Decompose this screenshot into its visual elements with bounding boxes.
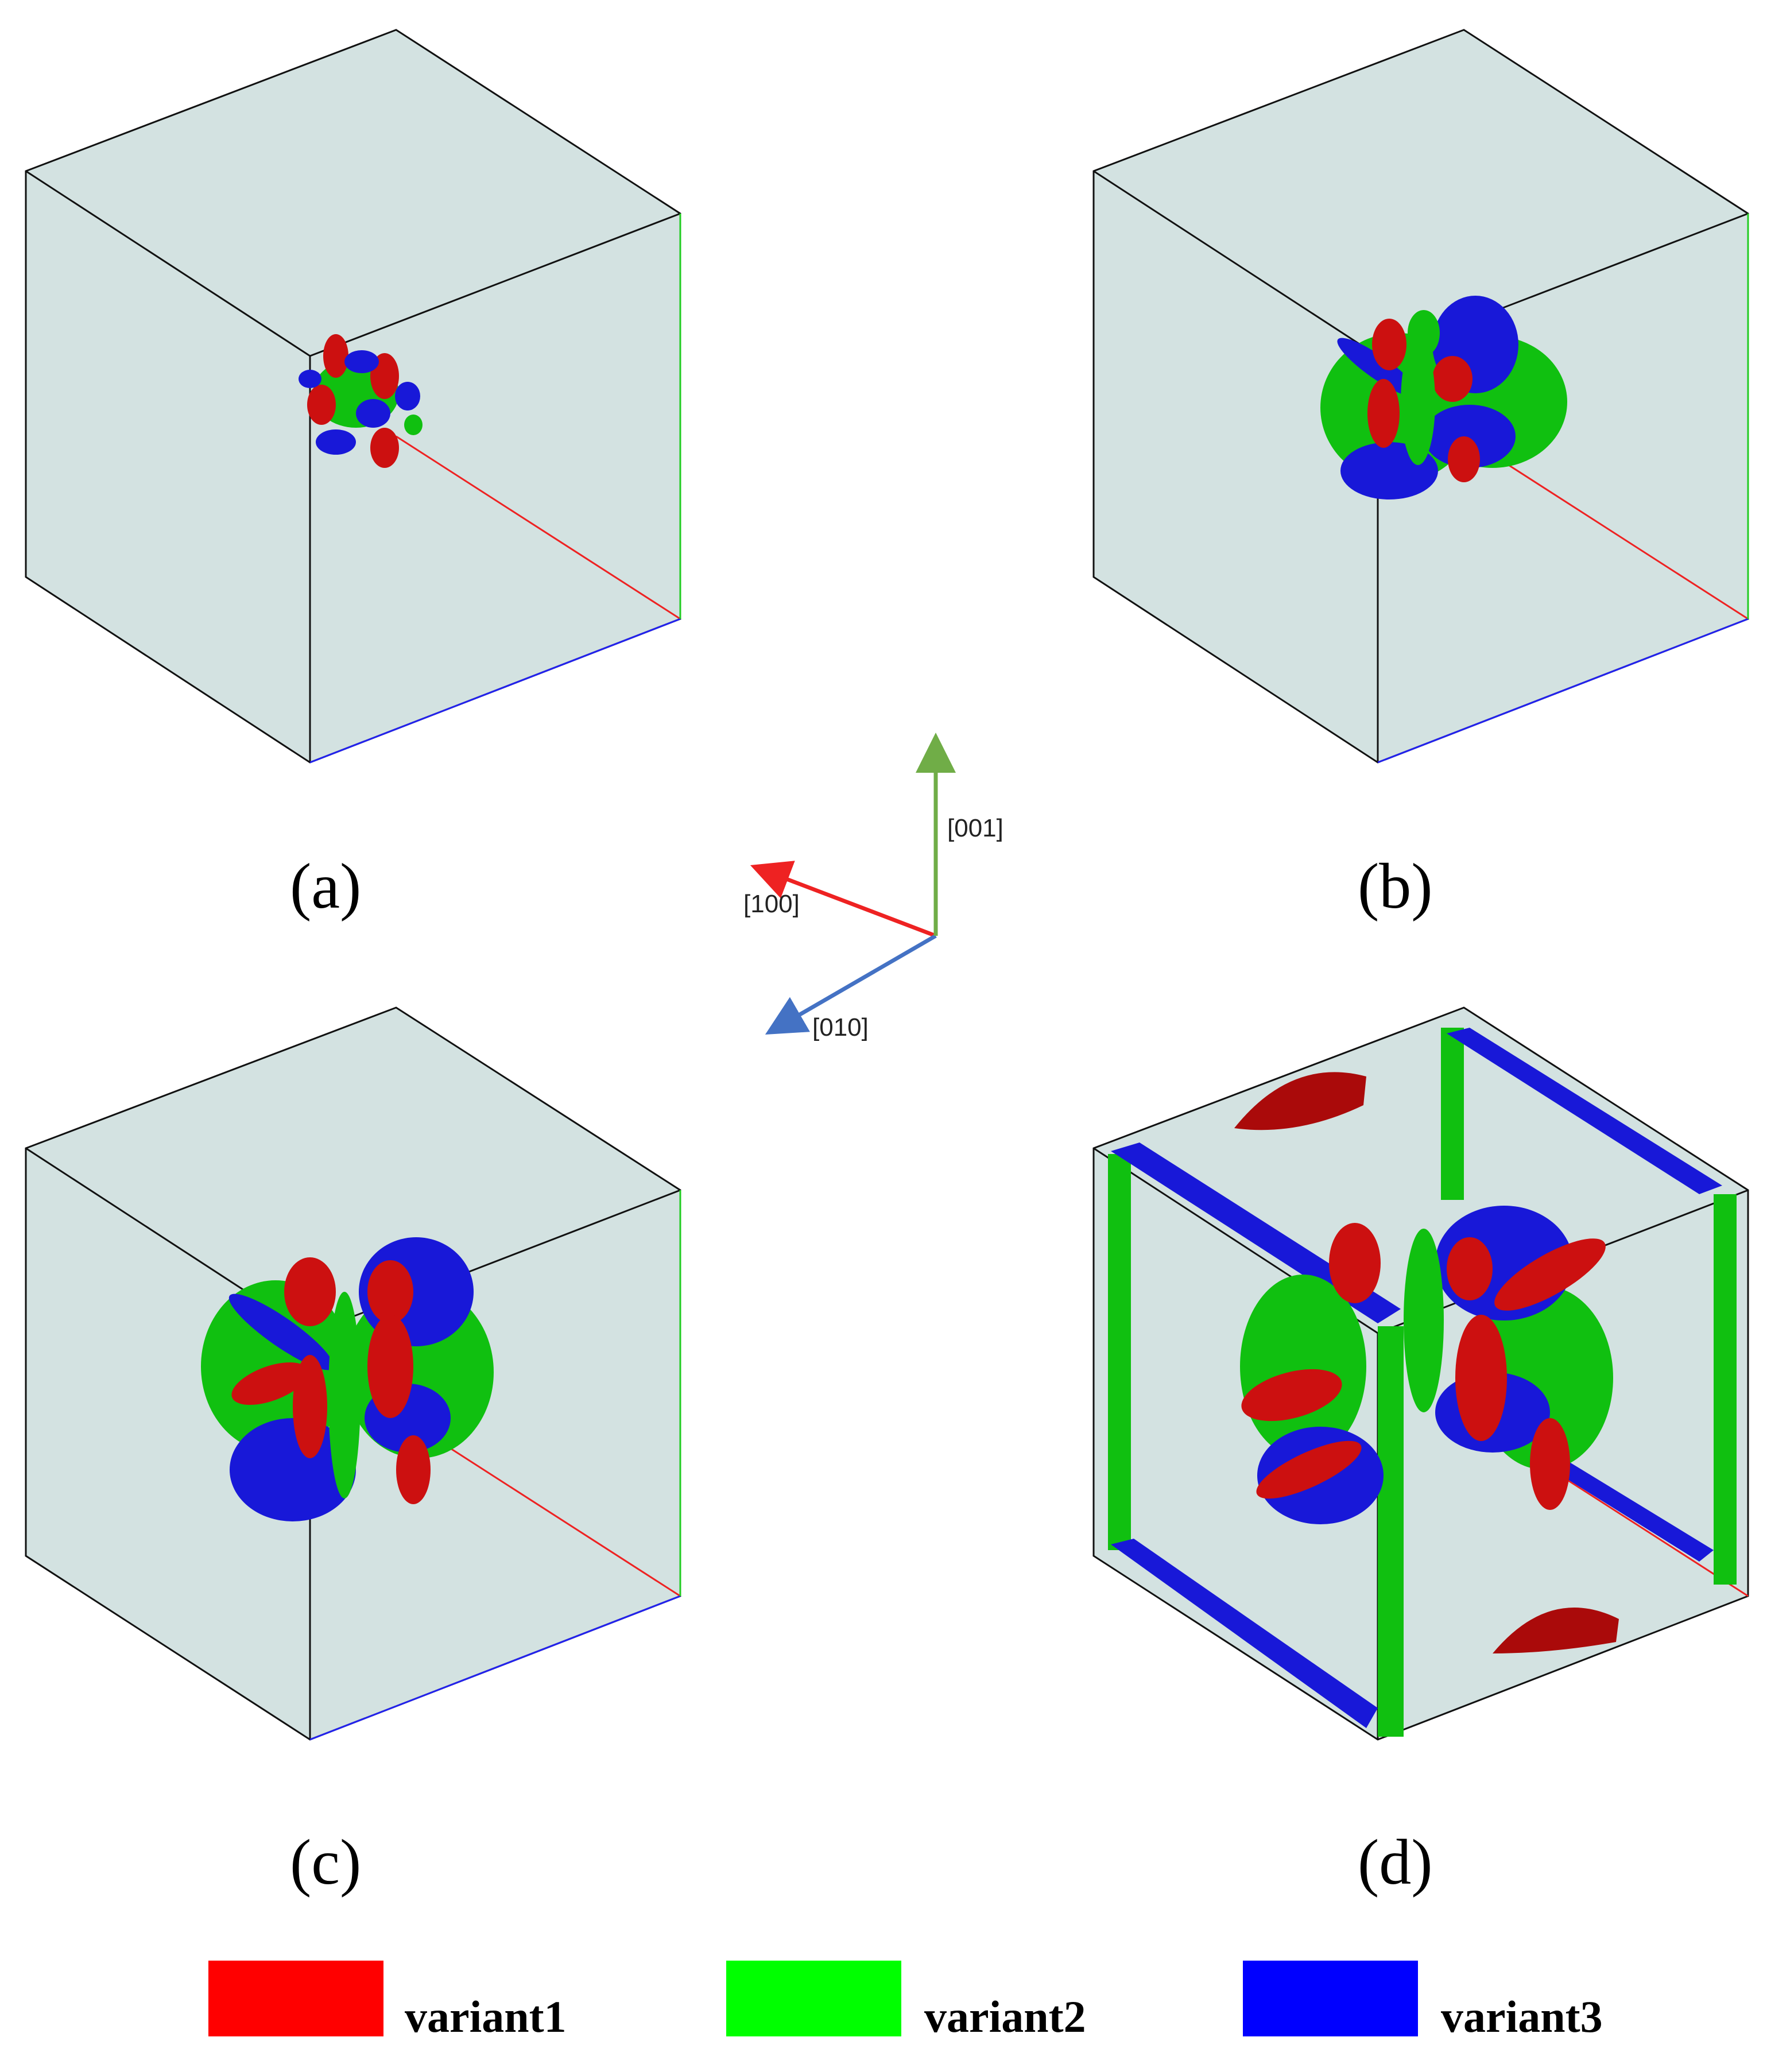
- legend-swatch-variant3: [1243, 1961, 1418, 2036]
- axis-x-label: [100]: [743, 890, 800, 918]
- edge-x-red: [1463, 435, 1749, 620]
- axis-z-label: [001]: [947, 814, 1003, 842]
- axis-y-arrow: [765, 934, 937, 1035]
- panel-a: [25, 29, 681, 764]
- precipitate-cluster: [201, 1237, 494, 1521]
- legend-swatch-variant1: [208, 1961, 383, 2036]
- edge-x-red: [396, 435, 681, 620]
- panel-label-a: (a): [290, 851, 362, 922]
- legend-swatch-variant2: [726, 1961, 901, 2036]
- legend-label-variant2: variant2: [924, 1992, 1086, 2042]
- axis-y-label: [010]: [812, 1013, 869, 1041]
- edge-y-blue: [1377, 618, 1749, 764]
- precipitate-cluster: [299, 334, 423, 468]
- precipitate-cluster: [1320, 296, 1567, 499]
- panel-b: [1092, 29, 1749, 764]
- panel-label-d: (d): [1358, 1827, 1433, 1898]
- panel-d: [1092, 1006, 1749, 1741]
- panel-c: [25, 1006, 681, 1741]
- legend-label-variant3: variant3: [1441, 1992, 1603, 2042]
- panel-label-c: (c): [290, 1827, 362, 1898]
- legend-label-variant1: variant1: [405, 1992, 567, 2042]
- axis-x-arrow: [750, 861, 937, 938]
- axes-triad: [750, 733, 956, 1035]
- edge-y-blue: [309, 1595, 681, 1741]
- edge-y-blue: [309, 618, 681, 764]
- panel-label-b: (b): [1358, 851, 1433, 922]
- precipitate-cluster: [1240, 1206, 1613, 1524]
